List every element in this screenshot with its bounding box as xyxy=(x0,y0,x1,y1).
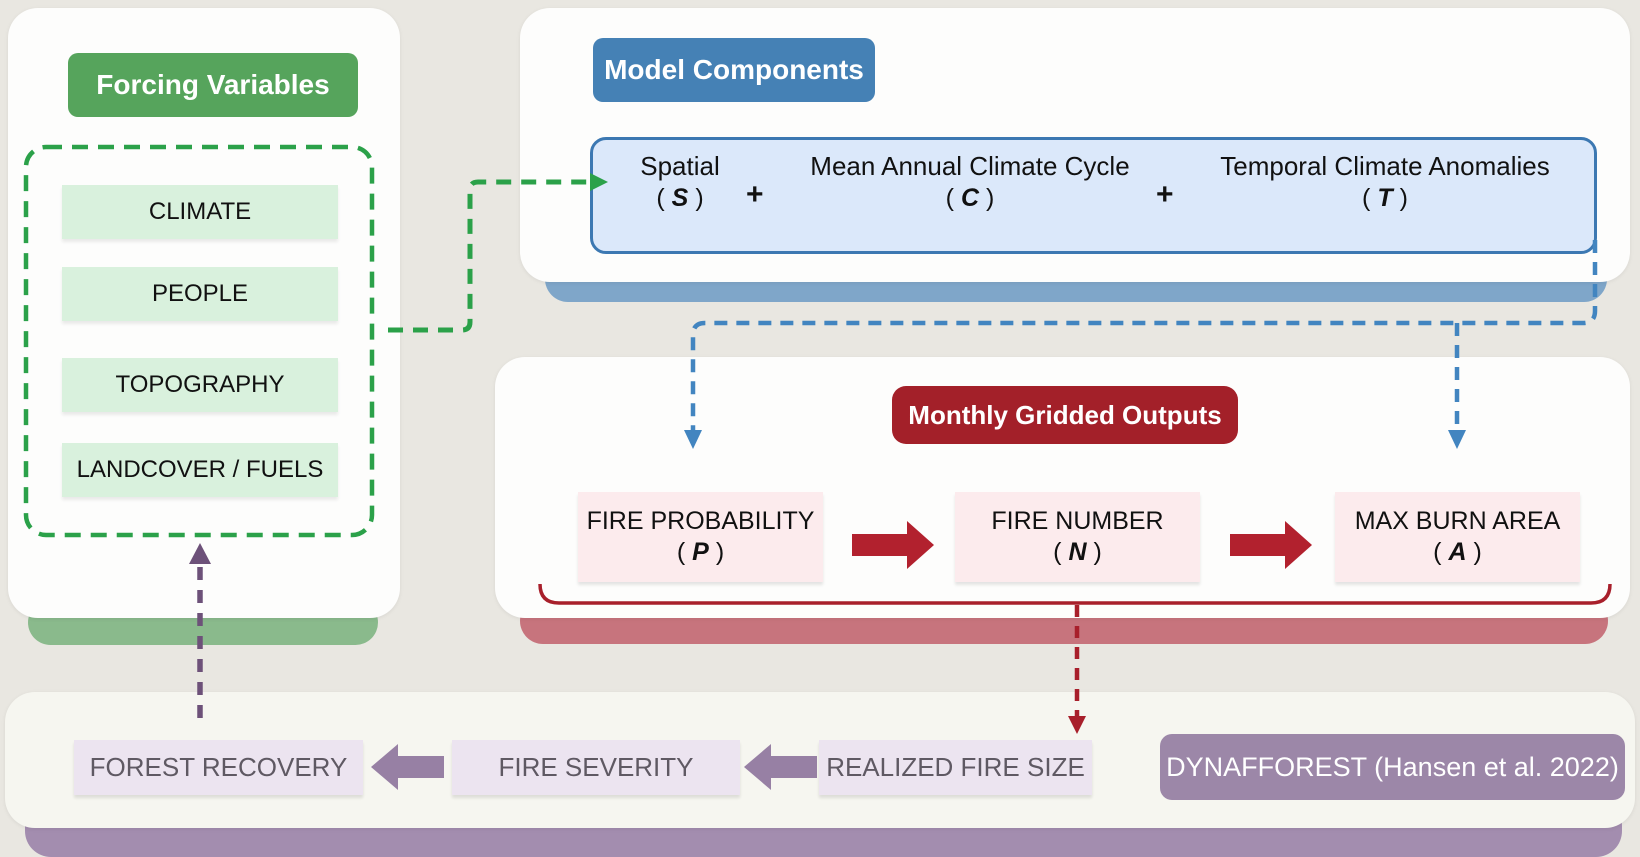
paren: ( xyxy=(1053,538,1062,566)
feedback-box-fire-severity: FIRE SEVERITY xyxy=(452,740,740,795)
output-symbol: (A) xyxy=(1433,537,1482,568)
output-box-fire-number: FIRE NUMBER (N) xyxy=(955,492,1200,582)
paren: ( xyxy=(1433,538,1442,566)
forcing-item-label: PEOPLE xyxy=(151,280,249,307)
term-name: Mean Annual Climate Cycle xyxy=(810,151,1130,181)
symbol-letter: T xyxy=(1377,184,1393,212)
paren: ( xyxy=(676,538,686,566)
forcing-item-landcover-fuels: LANDCOVER / FUELS xyxy=(62,443,338,497)
dynafforest-credit-label: DYNAFFOREST (Hansen et al. 2022) xyxy=(1166,751,1619,782)
paren: ) xyxy=(986,184,995,212)
output-name: FIRE NUMBER xyxy=(991,507,1164,535)
feedback-label: FIRE SEVERITY xyxy=(498,752,694,782)
paren: ) xyxy=(1399,184,1408,212)
model-components-header: Model Components xyxy=(593,38,875,102)
paren: ( xyxy=(945,184,954,212)
model-term-climate-anomalies: Temporal Climate Anomalies (T) xyxy=(1205,150,1565,214)
forcing-variables-header: Forcing Variables xyxy=(68,53,358,117)
symbol-letter: C xyxy=(960,184,980,212)
forcing-variables-title: Forcing Variables xyxy=(96,69,330,100)
symbol-letter: A xyxy=(1448,538,1467,566)
term-name: Temporal Climate Anomalies xyxy=(1220,151,1550,181)
paren: ) xyxy=(1473,538,1482,566)
dynafforest-credit-box: DYNAFFOREST (Hansen et al. 2022) xyxy=(1160,734,1625,800)
feedback-box-forest-recovery: FOREST RECOVERY xyxy=(74,740,363,795)
model-term-climate-cycle: Mean Annual Climate Cycle (C) xyxy=(790,150,1150,214)
symbol-letter: P xyxy=(692,538,709,566)
forcing-item-climate: CLIMATE xyxy=(62,185,338,239)
monthly-outputs-title: Monthly Gridded Outputs xyxy=(908,399,1222,430)
forcing-item-label: TOPOGRAPHY xyxy=(115,371,285,398)
symbol-letter: S xyxy=(671,184,689,212)
output-box-max-burn-area: MAX BURN AREA (A) xyxy=(1335,492,1580,582)
feedback-label: REALIZED FIRE SIZE xyxy=(826,752,1085,782)
term-symbol: (S) xyxy=(605,182,755,214)
plus-sign: + xyxy=(1156,178,1174,211)
forcing-item-people: PEOPLE xyxy=(62,267,338,321)
term-symbol: (C) xyxy=(790,182,1150,214)
term-symbol: (T) xyxy=(1205,182,1565,214)
output-name: FIRE PROBABILITY xyxy=(586,507,815,535)
output-box-fire-probability: FIRE PROBABILITY (P) xyxy=(578,492,823,582)
forcing-item-label: LANDCOVER / FUELS xyxy=(76,456,324,483)
output-symbol: (P) xyxy=(677,537,724,568)
forcing-item-label: CLIMATE xyxy=(148,198,252,225)
output-name: MAX BURN AREA xyxy=(1354,507,1561,535)
model-components-title: Model Components xyxy=(604,54,864,85)
paren: ( xyxy=(1362,184,1371,212)
paren: ) xyxy=(695,184,704,212)
feedback-label: FOREST RECOVERY xyxy=(89,752,348,782)
paren: ( xyxy=(656,184,665,212)
model-term-spatial: Spatial (S) xyxy=(605,150,755,214)
plus-sign: + xyxy=(746,178,764,211)
monthly-outputs-header: Monthly Gridded Outputs xyxy=(892,386,1238,444)
term-name: Spatial xyxy=(640,151,720,181)
feedback-box-realized-fire-size: REALIZED FIRE SIZE xyxy=(819,740,1092,795)
paren: ) xyxy=(715,538,725,566)
paren: ) xyxy=(1093,538,1102,566)
output-symbol: (N) xyxy=(1053,537,1102,568)
symbol-letter: N xyxy=(1068,538,1087,566)
forcing-item-topography: TOPOGRAPHY xyxy=(62,358,338,412)
